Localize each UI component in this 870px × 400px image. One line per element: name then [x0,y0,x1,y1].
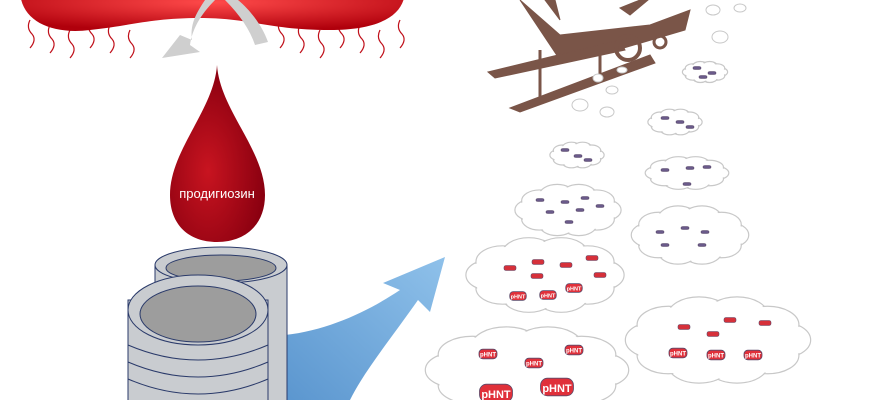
cloud [681,60,729,84]
cloud [514,183,622,237]
phnt-label: pHNT [526,362,542,368]
bacteria-icon [21,0,405,59]
phnt-label: pHNT [480,353,496,359]
cloud-puff [711,30,729,44]
phnt-capsule: pHNT [564,344,584,356]
phnt-label: pHNT [542,383,572,395]
phnt-label: pHNT [708,354,724,360]
nanotube-capsule [682,182,692,186]
cloud-puff [599,106,615,118]
phnt-capsule: pHNT [524,357,544,369]
nanotube-capsule [685,166,695,170]
cloud-puff [733,3,747,13]
phnt-capsule: pHNT [540,377,574,397]
cloud-puff [571,98,589,112]
nanotube-capsule [564,220,574,224]
cloud: pHNT pHNT pHNT [624,296,812,384]
phnt-label: pHNT [481,389,511,400]
nanotube-capsule [700,230,710,234]
nanotube-capsule [706,331,720,337]
nanotube-capsule [698,75,708,79]
nanotube-capsule [560,148,570,152]
phnt-label: pHNT [670,352,686,358]
nanotube-capsule [702,165,712,169]
phnt-capsule: pHNT [509,291,527,301]
nanotube-capsule [535,198,545,202]
nanotube-capsule [585,255,599,261]
cloud-puff [705,4,721,16]
nanotube-capsule [545,210,555,214]
drop-label: продигиозин [179,186,255,201]
nanotube-capsule [758,320,772,326]
nanotube-capsule [503,265,517,271]
prodigiosin-drop: продигиозин [170,65,265,242]
nanotube-capsule [685,125,695,129]
nanotube-capsule [559,262,573,268]
cloud [630,205,750,265]
crop-duster-plane-icon [486,0,691,113]
phnt-label: pHNT [745,354,761,360]
nanotube-capsule [675,120,685,124]
phnt-label: pHNT [541,293,556,299]
nanotube-capsule [595,204,605,208]
cloud [647,108,703,136]
cloud: pHNT pHNT pHNT [465,237,625,313]
nanotube-capsule [692,66,702,70]
nanotube-stack-icon [127,246,288,400]
cloud [644,156,730,190]
cloud-puff [605,85,619,95]
nanotube-capsule [575,208,585,212]
phnt-capsule: pHNT [539,290,557,300]
phnt-label: pHNT [567,286,582,292]
nanotube-capsule [655,230,665,234]
cloud-puff [592,73,604,83]
phnt-capsule: pHNT [478,348,498,360]
blue-arrow-icon [285,257,445,400]
nanotube-capsule [680,226,690,230]
nanotube-capsule [660,243,670,247]
nanotube-capsule [707,71,717,75]
nanotube-capsule [560,200,570,204]
phnt-capsule: pHNT [706,349,726,361]
phnt-label: pHNT [566,349,582,355]
nanotube-capsule [660,116,670,120]
phnt-capsule: pHNT [479,383,513,400]
nanotube-capsule [697,243,707,247]
cloud-puff [616,66,628,74]
nanotube-capsule [593,272,607,278]
cloud: pHNT pHNT pHNT pHNT pHNT [424,326,630,400]
nanotube-capsule [530,273,544,279]
cloud [549,141,605,169]
phnt-capsule: pHNT [565,283,583,293]
nanotube-capsule [583,158,593,162]
nanotube-capsule [660,168,670,172]
recycle-arrows-icon [162,0,268,58]
nanotube-capsule [580,196,590,200]
phnt-label: pHNT [511,294,526,300]
nanotube-capsule [573,154,583,158]
phnt-capsule: pHNT [743,349,763,361]
phnt-capsule: pHNT [668,347,688,359]
nanotube-capsule [723,317,737,323]
nanotube-capsule [677,324,691,330]
nanotube-capsule [531,259,545,265]
